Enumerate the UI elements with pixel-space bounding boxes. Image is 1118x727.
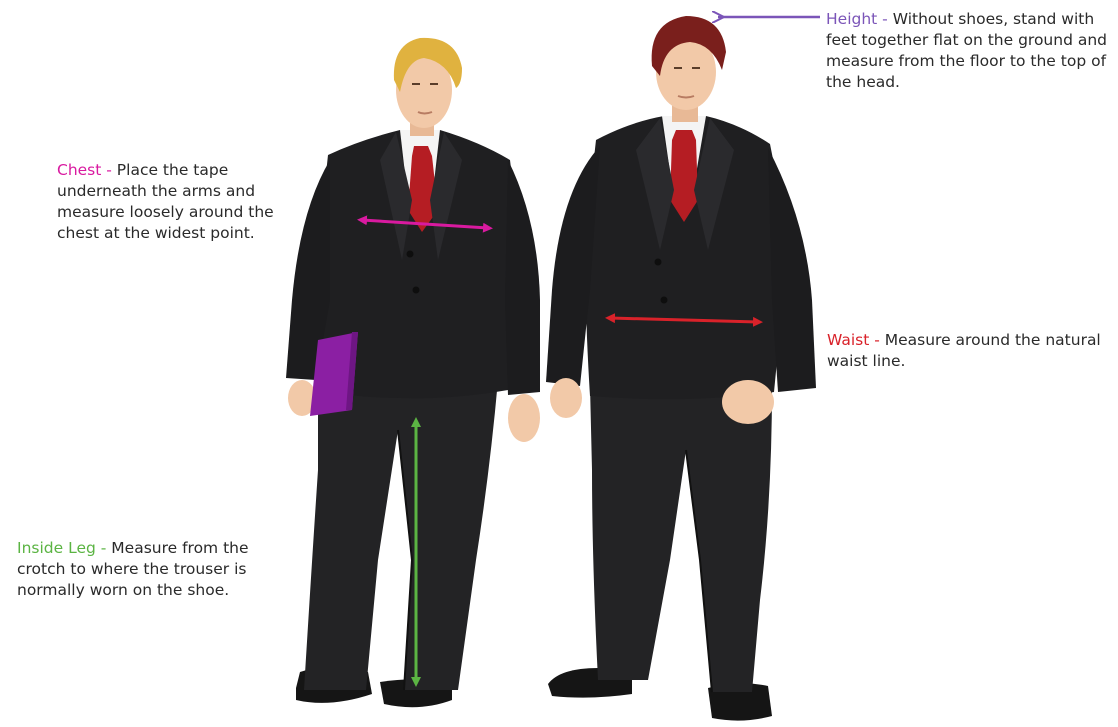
inside-leg-term: Inside Leg <box>17 539 96 557</box>
inside-leg-separator: - <box>96 539 111 557</box>
waist-term: Waist <box>827 331 869 349</box>
height-term: Height <box>826 10 877 28</box>
height-annotation: Height - Without shoes, stand with feet … <box>826 9 1118 93</box>
chest-annotation: Chest - Place the tape underneath the ar… <box>57 160 287 244</box>
height-separator: - <box>877 10 892 28</box>
right-figure <box>546 16 816 721</box>
chest-term: Chest <box>57 161 101 179</box>
waist-annotation: Waist - Measure around the natural waist… <box>827 330 1117 372</box>
inside-leg-annotation: Inside Leg - Measure from the crotch to … <box>17 538 297 601</box>
left-figure-trousers <box>304 380 498 690</box>
right-figure-trousers <box>590 386 772 692</box>
waist-separator: - <box>869 331 884 349</box>
left-figure <box>286 38 540 707</box>
chest-separator: - <box>101 161 116 179</box>
left-figure-right-arm <box>505 160 540 395</box>
